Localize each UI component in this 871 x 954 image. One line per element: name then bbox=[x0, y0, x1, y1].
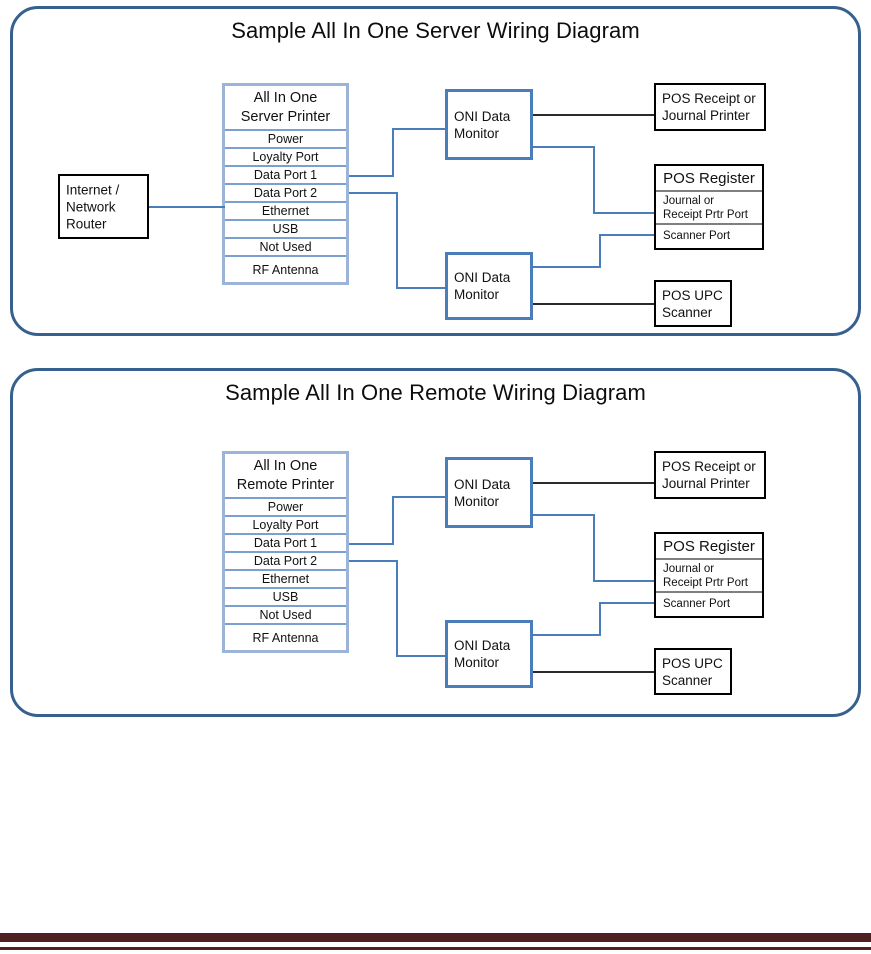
pos-receipt-printer-label: POS Receipt or Journal Printer bbox=[662, 459, 756, 491]
wire-oni1-to-receipt-printer bbox=[533, 482, 654, 484]
printer-header: All In One Server Printer bbox=[225, 86, 346, 131]
printer-header: All In One Remote Printer bbox=[225, 454, 346, 499]
wire-oni2-to-scanner-port-h1 bbox=[533, 634, 601, 636]
printer-port-not-used: Not Used bbox=[225, 239, 346, 257]
wire-router-to-ethernet bbox=[149, 206, 225, 208]
oni-data-monitor-bottom-box: ONI Data Monitor bbox=[445, 620, 533, 688]
pos-register-box: POS Register Journal or Receipt Prtr Por… bbox=[654, 164, 764, 250]
wire-dataport2-seg-v bbox=[396, 560, 398, 657]
printer-port-data-2: Data Port 2 bbox=[225, 185, 346, 203]
footer-rule-thin bbox=[0, 947, 871, 950]
wire-oni2-to-upc-scanner bbox=[533, 671, 654, 673]
pos-upc-scanner-label: POS UPC Scanner bbox=[662, 655, 723, 688]
pos-register-scanner-port: Scanner Port bbox=[663, 229, 731, 242]
pos-upc-scanner-label: POS UPC Scanner bbox=[662, 287, 723, 320]
printer-port-rf-antenna: RF Antenna bbox=[252, 631, 319, 645]
pos-register-journal-port: Journal or Receipt Prtr Port bbox=[656, 192, 762, 225]
pos-receipt-or-journal-printer-box: POS Receipt or Journal Printer bbox=[654, 83, 766, 131]
wire-oni2-to-scanner-port-h1 bbox=[533, 266, 601, 268]
oni-monitor-label: ONI Data Monitor bbox=[454, 638, 511, 670]
wire-oni2-to-scanner-port-v bbox=[599, 234, 601, 268]
router-label: Internet / Network Router bbox=[66, 182, 120, 231]
wire-oni1-to-receipt-printer bbox=[533, 114, 654, 116]
wire-dataport1-seg-h2 bbox=[392, 128, 447, 130]
printer-port-power: Power bbox=[225, 499, 346, 517]
pos-register-header: POS Register bbox=[656, 166, 762, 192]
oni-data-monitor-top-box: ONI Data Monitor bbox=[445, 457, 533, 528]
wire-dataport2-seg-h1 bbox=[349, 560, 398, 562]
printer-port-power: Power bbox=[225, 131, 346, 149]
server-diagram-title: Sample All In One Server Wiring Diagram bbox=[231, 18, 640, 43]
pos-register-scanner-port: Scanner Port bbox=[663, 597, 731, 610]
oni-data-monitor-bottom-box: ONI Data Monitor bbox=[445, 252, 533, 320]
wire-dataport2-seg-h2 bbox=[396, 287, 447, 289]
wire-oni1-to-register-v bbox=[593, 514, 595, 582]
printer-port-rf-antenna: RF Antenna bbox=[252, 263, 319, 277]
wire-dataport1-seg-v bbox=[392, 128, 394, 177]
remote-diagram-title: Sample All In One Remote Wiring Diagram bbox=[225, 380, 646, 405]
printer-port-not-used: Not Used bbox=[225, 607, 346, 625]
pos-receipt-printer-label: POS Receipt or Journal Printer bbox=[662, 91, 756, 123]
printer-port-usb: USB bbox=[225, 221, 346, 239]
printer-port-data-2: Data Port 2 bbox=[225, 553, 346, 571]
oni-monitor-label: ONI Data Monitor bbox=[454, 108, 511, 141]
wire-dataport2-seg-v bbox=[396, 192, 398, 289]
wire-oni2-to-scanner-port-h2 bbox=[599, 602, 655, 604]
wire-oni1-to-register-h2 bbox=[593, 212, 655, 214]
wire-dataport2-seg-h1 bbox=[349, 192, 398, 194]
wire-oni2-to-upc-scanner bbox=[533, 303, 654, 305]
wire-oni2-to-scanner-port-h2 bbox=[599, 234, 655, 236]
wire-oni1-to-register-v bbox=[593, 146, 595, 214]
oni-data-monitor-top-box: ONI Data Monitor bbox=[445, 89, 533, 160]
printer-port-usb: USB bbox=[225, 589, 346, 607]
wire-oni2-to-scanner-port-v bbox=[599, 602, 601, 636]
printer-port-loyalty: Loyalty Port bbox=[225, 517, 346, 535]
wire-dataport2-seg-h2 bbox=[396, 655, 447, 657]
printer-port-data-1: Data Port 1 bbox=[225, 167, 346, 185]
printer-port-ethernet: Ethernet bbox=[225, 203, 346, 221]
all-in-one-server-printer-box: All In One Server Printer Power Loyalty … bbox=[222, 83, 349, 285]
internet-network-router-box: Internet / Network Router bbox=[58, 174, 149, 239]
printer-port-loyalty: Loyalty Port bbox=[225, 149, 346, 167]
wire-dataport1-seg-v bbox=[392, 496, 394, 545]
wire-oni1-to-register-h2 bbox=[593, 580, 655, 582]
pos-register-box: POS Register Journal or Receipt Prtr Por… bbox=[654, 532, 764, 618]
footer-rule-thick bbox=[0, 933, 871, 942]
wire-dataport1-seg-h1 bbox=[349, 543, 394, 545]
pos-receipt-or-journal-printer-box: POS Receipt or Journal Printer bbox=[654, 451, 766, 499]
wire-dataport1-seg-h2 bbox=[392, 496, 447, 498]
all-in-one-remote-printer-box: All In One Remote Printer Power Loyalty … bbox=[222, 451, 349, 653]
oni-monitor-label: ONI Data Monitor bbox=[454, 476, 511, 509]
printer-port-ethernet: Ethernet bbox=[225, 571, 346, 589]
wire-oni1-to-register-h1 bbox=[533, 514, 595, 516]
pos-upc-scanner-box: POS UPC Scanner bbox=[654, 280, 732, 327]
printer-port-data-1: Data Port 1 bbox=[225, 535, 346, 553]
pos-register-header: POS Register bbox=[656, 534, 762, 560]
pos-upc-scanner-box: POS UPC Scanner bbox=[654, 648, 732, 695]
wire-oni1-to-register-h1 bbox=[533, 146, 595, 148]
oni-monitor-label: ONI Data Monitor bbox=[454, 270, 511, 302]
wire-dataport1-seg-h1 bbox=[349, 175, 394, 177]
pos-register-journal-port: Journal or Receipt Prtr Port bbox=[656, 560, 762, 593]
